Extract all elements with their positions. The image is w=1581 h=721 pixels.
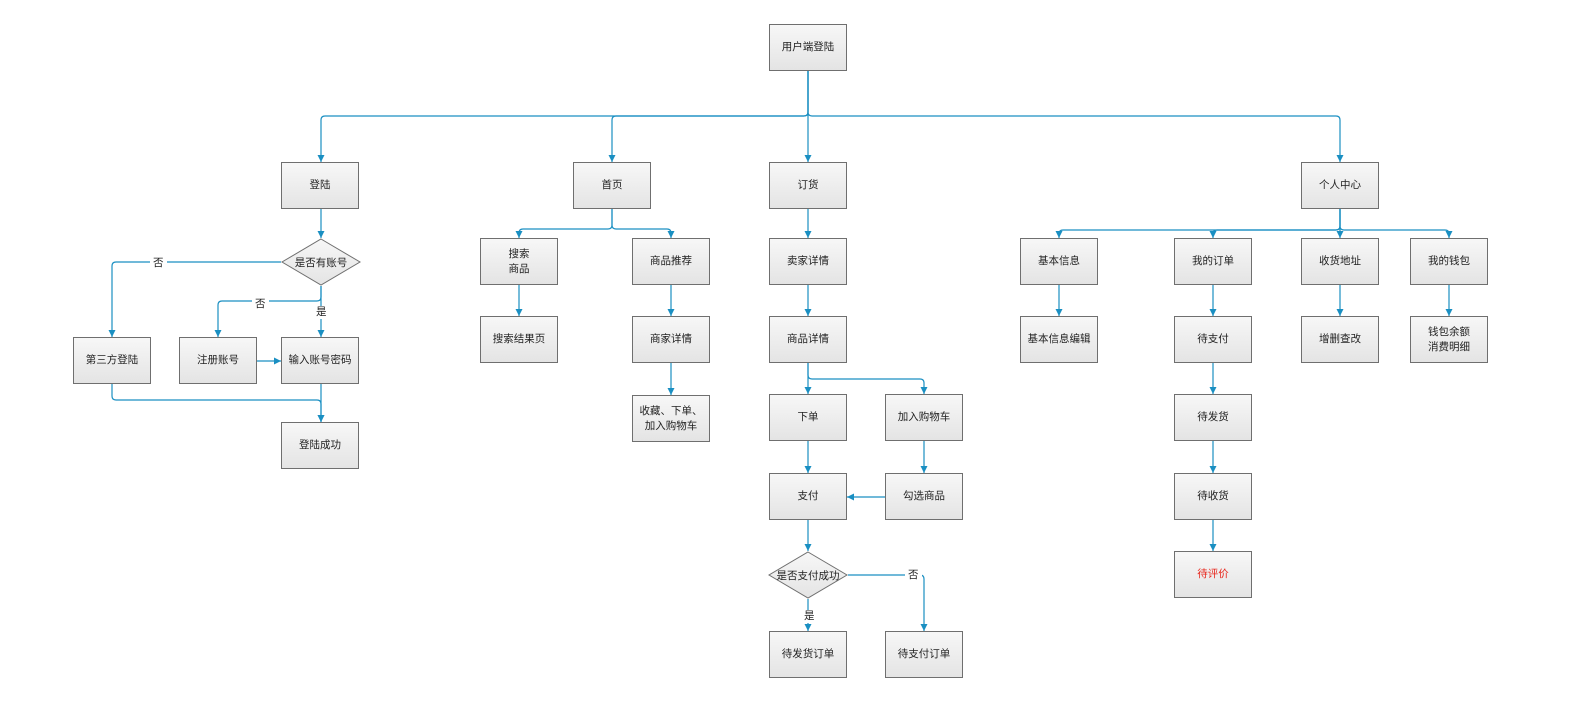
my-orders-node: 我的订单 (1174, 238, 1252, 285)
connector-arrowhead (1209, 231, 1217, 238)
edge-root-home (611, 71, 809, 162)
connector-arrowhead (920, 466, 928, 473)
connector-arrowhead (1209, 544, 1217, 551)
pending-shipment-node: 待发货 (1174, 394, 1252, 441)
edge-personal-orders (1212, 209, 1341, 238)
connector-arrowhead (804, 309, 812, 316)
connector-arrowhead (1209, 466, 1217, 473)
connector-arrowhead (1209, 309, 1217, 316)
enter-credentials-node: 输入账号密码 (281, 337, 359, 384)
edge-home-recommend (611, 209, 672, 238)
connector-arrowhead (804, 155, 812, 162)
search-product-node: 搜索 商品 (480, 238, 558, 285)
edge-personal-basic (1058, 209, 1341, 238)
edge-no-register (217, 286, 322, 337)
pending-review-node: 待评价 (1174, 551, 1252, 598)
edge-home-search (518, 209, 613, 238)
connector-arrowhead (1055, 309, 1063, 316)
product-detail-node: 商品详情 (769, 316, 847, 363)
pay-success-text: 是否支付成功 (776, 569, 840, 582)
decision-diamond-shape (768, 551, 848, 599)
has-account-text: 是否有账号 (294, 256, 348, 269)
connector-arrowhead (1336, 231, 1344, 238)
edge-no-third-party (111, 261, 281, 337)
connector-arrowhead (317, 155, 325, 162)
connector-arrowhead (1209, 387, 1217, 394)
yes-label-credentials: 是 (313, 306, 330, 319)
connector-arrowhead (804, 387, 812, 394)
connector-arrowhead (847, 493, 854, 501)
login-success-node: 登陆成功 (281, 422, 359, 469)
pay-node: 支付 (769, 473, 847, 520)
add-to-cart-node: 加入购物车 (885, 394, 963, 441)
connector-arrowhead (667, 309, 675, 316)
connector-arrowhead (667, 231, 675, 238)
address-crud-node: 增删查改 (1301, 316, 1379, 363)
shipping-address-node: 收货地址 (1301, 238, 1379, 285)
edge-personal-wallet (1339, 209, 1450, 238)
collect-order-cart-node: 收藏、下单、加入购物车 (632, 395, 710, 442)
edge-product-add-cart (807, 363, 925, 394)
connector-arrowhead (920, 387, 928, 394)
personal-center-node: 个人中心 (1301, 162, 1379, 209)
order-node: 订货 (769, 162, 847, 209)
wallet-balance-node: 钱包余额 消费明细 (1410, 316, 1488, 363)
connector-arrowhead (214, 330, 222, 337)
connector-arrowhead (317, 330, 325, 337)
decision-diamond-shape (281, 238, 361, 286)
edge-third-party-success (111, 384, 322, 422)
pay-success-decision: 是否支付成功 (768, 551, 848, 599)
search-results-node: 搜索结果页 (480, 316, 558, 363)
place-order-node: 下单 (769, 394, 847, 441)
connector-arrowhead (1336, 155, 1344, 162)
connector-arrowhead (804, 544, 812, 551)
merchant-detail-order-node: 卖家详情 (769, 238, 847, 285)
home-node: 首页 (573, 162, 651, 209)
no-label-pay-fail: 否 (905, 569, 922, 582)
edge-root-personal (807, 71, 1341, 162)
basic-info-node: 基本信息 (1020, 238, 1098, 285)
has-account-decision: 是否有账号 (281, 238, 361, 286)
connector-arrowhead (1336, 309, 1344, 316)
basic-info-edit-node: 基本信息编辑 (1020, 316, 1098, 363)
connector-arrowhead (804, 466, 812, 473)
no-label-register: 否 (252, 298, 269, 311)
login-node: 登陆 (281, 162, 359, 209)
to-ship-order-node: 待发货订单 (769, 631, 847, 678)
merchant-detail-home-node: 商家详情 (632, 316, 710, 363)
connector-arrowhead (274, 357, 281, 365)
connector-arrowhead (1055, 231, 1063, 238)
connector-arrowhead (804, 624, 812, 631)
connector-arrowhead (608, 155, 616, 162)
root-node: 用户端登陆 (769, 24, 847, 71)
connector-arrowhead (1445, 231, 1453, 238)
connector-arrowhead (515, 231, 523, 238)
to-pay-order-node: 待支付订单 (885, 631, 963, 678)
select-products-node: 勾选商品 (885, 473, 963, 520)
connector-arrowhead (1445, 309, 1453, 316)
third-party-login-node: 第三方登陆 (73, 337, 151, 384)
connector-arrowhead (667, 388, 675, 395)
pending-receipt-node: 待收货 (1174, 473, 1252, 520)
register-node: 注册账号 (179, 337, 257, 384)
my-wallet-node: 我的钱包 (1410, 238, 1488, 285)
connector-arrowhead (108, 330, 116, 337)
no-label-third-party: 否 (150, 257, 167, 270)
edge-no-to-pay (848, 574, 925, 631)
connector-arrowhead (920, 624, 928, 631)
product-recommend-node: 商品推荐 (632, 238, 710, 285)
connector-arrowhead (317, 415, 325, 422)
pending-payment-node: 待支付 (1174, 316, 1252, 363)
yes-label-pay-success: 是 (801, 610, 818, 623)
connector-arrowhead (515, 309, 523, 316)
connector-arrowhead (317, 231, 325, 238)
connector-arrowhead (804, 231, 812, 238)
